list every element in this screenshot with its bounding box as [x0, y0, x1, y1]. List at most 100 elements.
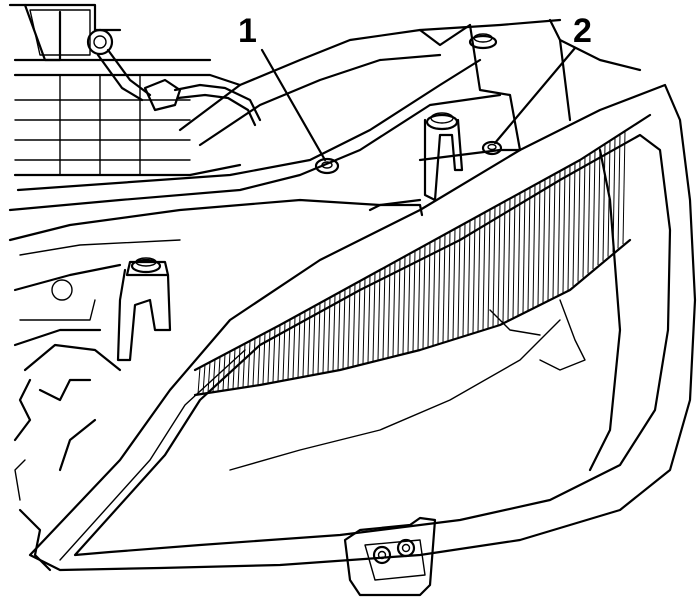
hatch-line — [512, 195, 516, 318]
hatch-line — [497, 203, 501, 326]
hatch-line — [542, 179, 546, 303]
hatch-line — [282, 322, 286, 381]
hatch-line — [537, 181, 541, 306]
hatch-line — [207, 362, 211, 393]
callout-1-leader — [260, 48, 327, 162]
hatch-line — [472, 217, 476, 333]
hatch-line — [427, 242, 431, 347]
hatch-line — [457, 225, 461, 338]
hatch-line — [257, 335, 261, 386]
hatch-line — [422, 245, 426, 349]
callout-2-leader — [493, 46, 577, 145]
hatch-line — [292, 316, 296, 379]
callout-2-label: 2 — [573, 12, 592, 50]
hatch-line — [197, 367, 201, 395]
hatch-line — [482, 212, 486, 330]
hatch-line — [522, 190, 526, 313]
hatch-line — [432, 239, 436, 346]
hatch-line — [327, 297, 331, 372]
hatch-line — [407, 253, 411, 353]
hatch-line — [352, 283, 356, 367]
sensor-cable — [86, 28, 262, 127]
hatch-line — [517, 192, 521, 316]
top-bolt — [468, 33, 498, 50]
hatch-line — [587, 153, 591, 274]
hatch-line — [527, 187, 531, 311]
hatch-line — [367, 275, 371, 363]
hatch-line — [592, 150, 596, 270]
hatch-line — [317, 302, 321, 374]
hatch-line — [447, 231, 451, 341]
hatch-line — [602, 143, 606, 261]
callout-2: 2 — [493, 12, 592, 145]
hatch-line — [287, 319, 291, 380]
hatch-line — [332, 294, 336, 371]
hatch-line — [387, 264, 391, 358]
hatch-line — [502, 201, 506, 323]
hatch-line — [612, 137, 616, 253]
hatch-line — [437, 236, 441, 344]
hatch-line — [222, 354, 226, 391]
hatch-line — [557, 170, 561, 296]
hatch-line — [417, 247, 421, 351]
hatch-line — [452, 228, 456, 340]
hatch-line — [322, 300, 326, 373]
hatch-line — [397, 258, 401, 356]
hatch-line — [547, 176, 551, 301]
hatch-line — [552, 173, 556, 298]
hatch-line — [212, 359, 216, 392]
left-mounting-bracket — [116, 257, 172, 362]
hatch-line — [622, 131, 626, 245]
hatch-line — [392, 261, 396, 357]
hatch-line — [272, 327, 276, 383]
hatch-line — [442, 234, 446, 343]
hatch-line — [267, 330, 271, 384]
hatch-line — [462, 223, 466, 336]
hatch-line — [487, 209, 491, 329]
body-structure — [8, 3, 642, 572]
hatch-line — [607, 140, 611, 257]
hatch-line — [217, 356, 221, 392]
hatch-line — [242, 343, 246, 388]
hatch-line — [302, 311, 306, 377]
upper-mounting-bracket — [423, 112, 464, 202]
hatch-line — [492, 206, 496, 327]
hatch-line — [227, 351, 231, 390]
callout-1-label: 1 — [238, 12, 257, 50]
hatch-line — [342, 289, 346, 369]
hatch-line — [572, 162, 576, 286]
hatch-line — [297, 313, 301, 378]
hatch-line — [307, 308, 311, 376]
hatch-line — [262, 332, 266, 385]
hatch-line — [507, 198, 511, 321]
callout-1: 1 — [238, 12, 327, 162]
hatch-line — [237, 346, 241, 389]
hatch-line — [567, 165, 571, 291]
headlamp-mounting-bolt-1 — [314, 157, 340, 175]
hatch-line — [412, 250, 416, 352]
hatch-line — [532, 184, 536, 308]
hatch-line — [252, 338, 256, 386]
hatch-line — [277, 324, 281, 382]
hatch-line — [312, 305, 316, 375]
hatch-line — [372, 272, 376, 362]
hatch-line — [362, 278, 366, 364]
hatch-line — [402, 256, 406, 354]
hatch-line — [477, 214, 481, 332]
hatch-line — [357, 280, 361, 366]
hatch-line — [382, 267, 386, 359]
headlamp-connector — [343, 516, 437, 597]
hatch-line — [617, 134, 621, 249]
hatch-line — [562, 168, 566, 293]
hatch-line — [597, 147, 601, 266]
headlamp-mounting-bolt-2 — [481, 140, 503, 156]
hatch-line — [232, 348, 236, 389]
hatch-line — [347, 286, 351, 368]
hatch-line — [377, 269, 381, 361]
hatch-line — [582, 156, 586, 278]
headlamp-assembly — [28, 83, 697, 572]
hatch-line — [467, 220, 471, 335]
hatch-line — [247, 340, 251, 387]
reflector-hatching — [197, 131, 626, 395]
